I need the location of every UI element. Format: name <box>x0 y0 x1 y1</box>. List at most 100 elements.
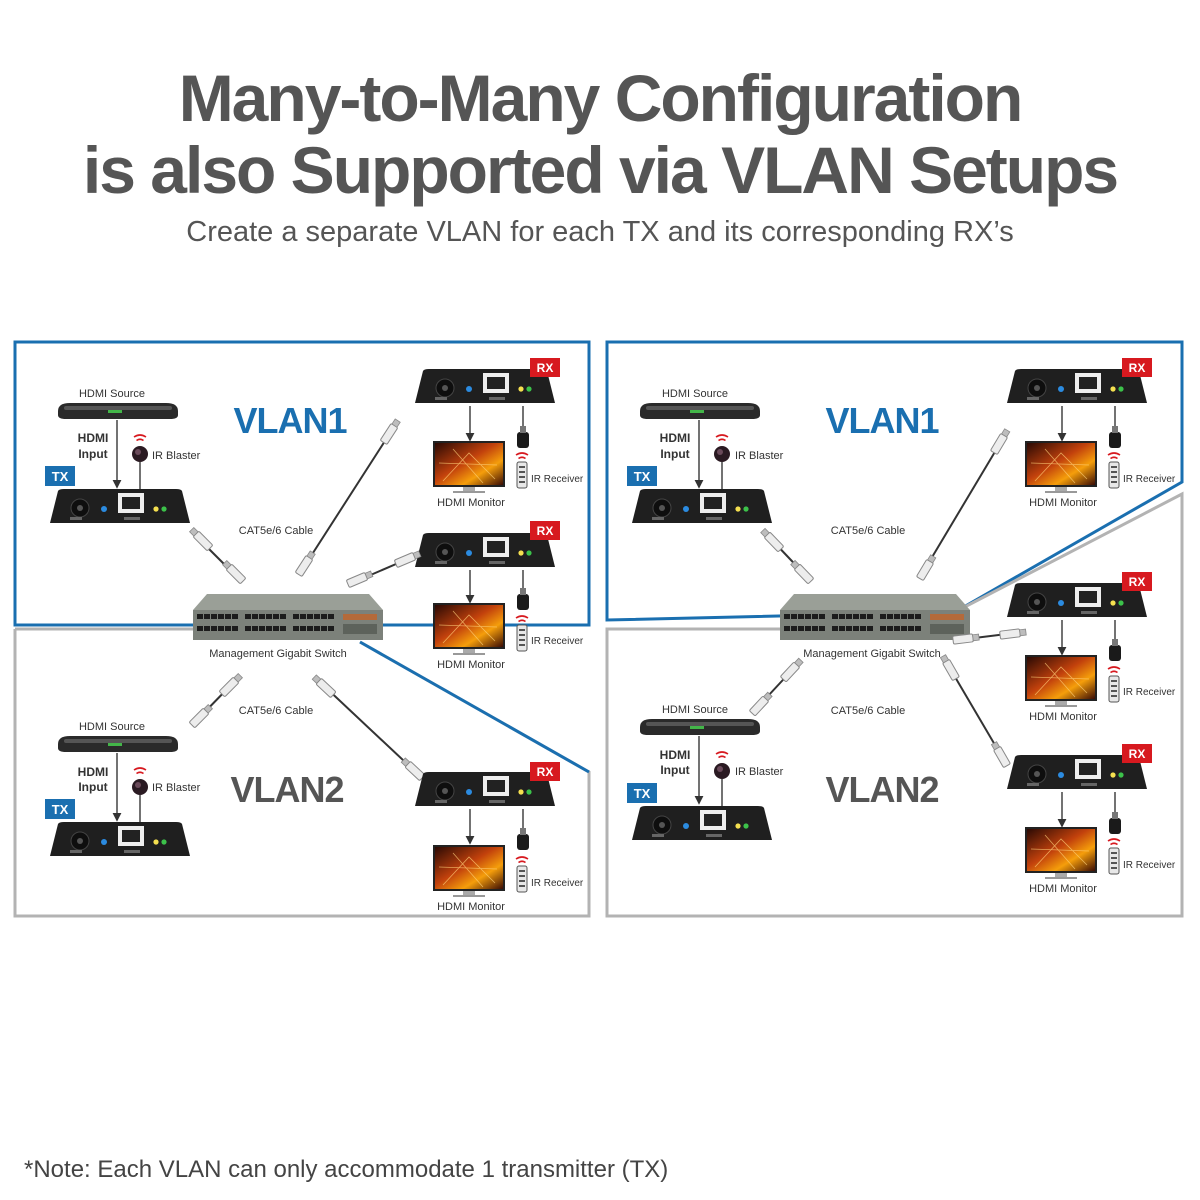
rx-extender-device <box>1006 754 1148 790</box>
rx-badge-label: RX <box>537 765 554 779</box>
right-vlan2-label: VLAN2 <box>825 769 938 810</box>
ir-receiver-pod-icon <box>517 828 529 850</box>
page-subtitle: Create a separate VLAN for each TX and i… <box>186 216 1014 248</box>
hdmi-source-label: HDMI Source <box>662 704 728 716</box>
tx-extender-device <box>49 488 191 524</box>
hdmi-monitor-label: HDMI Monitor <box>437 659 505 671</box>
tx-extender-device <box>49 821 191 857</box>
page-title-line1: Many-to-Many Configuration <box>178 61 1024 135</box>
hdmi-source-label: HDMI Source <box>79 388 145 400</box>
rx-extender-device <box>1006 582 1148 618</box>
ir-blaster-label: IR Blaster <box>735 766 784 778</box>
remote-control-icon <box>1107 666 1121 703</box>
rx-extender-device <box>1006 368 1148 404</box>
remote-control-icon <box>1107 452 1121 489</box>
ir-blaster-icon <box>713 751 731 780</box>
hdmi-input-label-line1: HDMI <box>78 765 109 779</box>
rx-badge-label: RX <box>1129 747 1146 761</box>
remote-control-icon <box>515 856 529 893</box>
hdmi-monitor-label: HDMI Monitor <box>1029 711 1097 723</box>
tx-badge-label: TX <box>634 469 651 484</box>
right-vlan1-label: VLAN1 <box>825 400 939 441</box>
ir-receiver-label: IR Receiver <box>1123 474 1176 485</box>
ir-blaster-icon <box>713 434 731 463</box>
hdmi-input-label-line1: HDMI <box>660 748 691 762</box>
right-vlan1-region <box>605 340 1184 622</box>
hdmi-monitor-label: HDMI Monitor <box>1029 883 1097 895</box>
cable-label: CAT5e/6 Cable <box>831 525 905 537</box>
hdmi-input-label-line2: Input <box>660 447 689 461</box>
remote-control-icon <box>1107 838 1121 875</box>
hdmi-monitor-device <box>432 440 506 494</box>
ir-receiver-pod-icon <box>1109 812 1121 834</box>
hdmi-input-label-line1: HDMI <box>660 431 691 445</box>
ir-receiver-pod-icon <box>517 588 529 610</box>
ir-receiver-pod-icon <box>1109 426 1121 448</box>
rx-badge <box>530 762 560 781</box>
left-vlan1-label: VLAN1 <box>233 400 347 441</box>
hdmi-source-device <box>58 736 178 752</box>
ir-blaster-label: IR Blaster <box>152 450 201 462</box>
ir-receiver-label: IR Receiver <box>1123 860 1176 871</box>
rx-badge <box>1122 572 1152 591</box>
hdmi-input-label-line1: HDMI <box>78 431 109 445</box>
tx-extender-device <box>631 805 773 841</box>
hdmi-monitor-label: HDMI Monitor <box>1029 497 1097 509</box>
ir-blaster-label: IR Blaster <box>152 782 201 794</box>
rx-badge-label: RX <box>537 361 554 375</box>
ir-blaster-icon <box>131 767 149 796</box>
hdmi-source-device <box>640 719 760 735</box>
remote-control-icon <box>515 615 529 652</box>
left-vlan2-label: VLAN2 <box>230 769 343 810</box>
rx-badge <box>530 358 560 377</box>
footnote: *Note: Each VLAN can only accommodate 1 … <box>24 1156 669 1183</box>
hdmi-source-label: HDMI Source <box>79 721 145 733</box>
ir-receiver-label: IR Receiver <box>531 636 584 647</box>
ir-blaster-label: IR Blaster <box>735 450 784 462</box>
hdmi-input-label-line2: Input <box>78 447 107 461</box>
hdmi-source-label: HDMI Source <box>662 388 728 400</box>
ir-receiver-pod-icon <box>517 426 529 448</box>
hdmi-monitor-device <box>432 844 506 898</box>
tx-badge <box>45 466 75 486</box>
right-vlan2-region <box>605 491 1184 918</box>
left-vlan1-extension <box>359 640 590 774</box>
ir-receiver-label: IR Receiver <box>531 878 584 889</box>
ir-blaster-icon <box>131 434 149 463</box>
left-diagram: VLAN1 VLAN2 HDMI Source HDMI Input IR Bl… <box>13 340 591 918</box>
rx-extender-device <box>414 368 556 404</box>
ir-receiver-label: IR Receiver <box>531 474 584 485</box>
cable-label: CAT5e/6 Cable <box>239 705 313 717</box>
hdmi-input-label-line2: Input <box>78 780 107 794</box>
hdmi-monitor-label: HDMI Monitor <box>437 497 505 509</box>
tx-badge <box>627 466 657 486</box>
rx-extender-device <box>414 771 556 807</box>
left-vlan1-region <box>13 340 591 627</box>
rx-badge <box>1122 358 1152 377</box>
page-title-line2: is also Supported via VLAN Setups <box>82 133 1119 207</box>
tx-badge <box>45 799 75 819</box>
hdmi-source-device <box>640 403 760 419</box>
rx-badge-label: RX <box>537 524 554 538</box>
switch-label: Management Gigabit Switch <box>803 648 941 660</box>
tx-badge-label: TX <box>52 469 69 484</box>
rx-badge <box>530 521 560 540</box>
rx-badge-label: RX <box>1129 361 1146 375</box>
tx-extender-device <box>631 488 773 524</box>
rx-extender-device <box>414 532 556 568</box>
tx-badge-label: TX <box>52 802 69 817</box>
remote-control-icon <box>515 452 529 489</box>
cable-label: CAT5e/6 Cable <box>239 525 313 537</box>
management-gigabit-switch-device <box>193 594 383 640</box>
hdmi-monitor-label: HDMI Monitor <box>437 901 505 913</box>
left-vlan2-region <box>13 627 591 918</box>
hdmi-source-device <box>58 403 178 419</box>
ir-receiver-label: IR Receiver <box>1123 687 1176 698</box>
switch-label: Management Gigabit Switch <box>209 648 347 660</box>
hdmi-monitor-device <box>432 602 506 656</box>
right-diagram: VLAN1 VLAN2 HDMI Source HDMI Input IR Bl… <box>605 340 1184 918</box>
hdmi-input-label-line2: Input <box>660 763 689 777</box>
management-gigabit-switch-device <box>780 594 970 640</box>
ir-receiver-pod-icon <box>1109 639 1121 661</box>
tx-badge <box>627 783 657 803</box>
